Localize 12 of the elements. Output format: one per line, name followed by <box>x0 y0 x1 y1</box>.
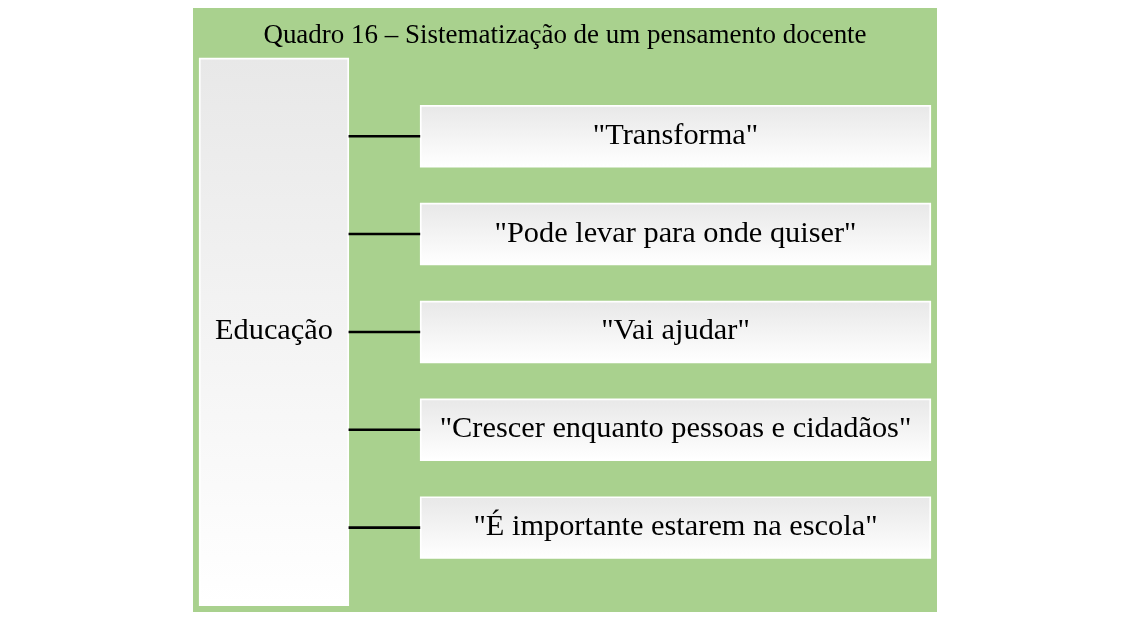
node-box: "Vai ajudar" <box>419 300 931 364</box>
connector <box>348 134 420 138</box>
connector <box>348 330 420 334</box>
connector <box>348 232 420 236</box>
node-box: "Pode levar para onde quiser" <box>419 202 931 266</box>
node-box: "É importante estarem na escola" <box>419 496 931 559</box>
node-box: Educação <box>198 57 349 607</box>
node-box: "Crescer enquanto pessoas e cidadãos" <box>419 398 931 461</box>
node-box: "Transforma" <box>419 105 931 168</box>
connector <box>348 526 420 529</box>
diagram-title: Quadro 16 – Sistematização de um pensamento docente <box>262 19 867 50</box>
connector <box>348 428 420 432</box>
